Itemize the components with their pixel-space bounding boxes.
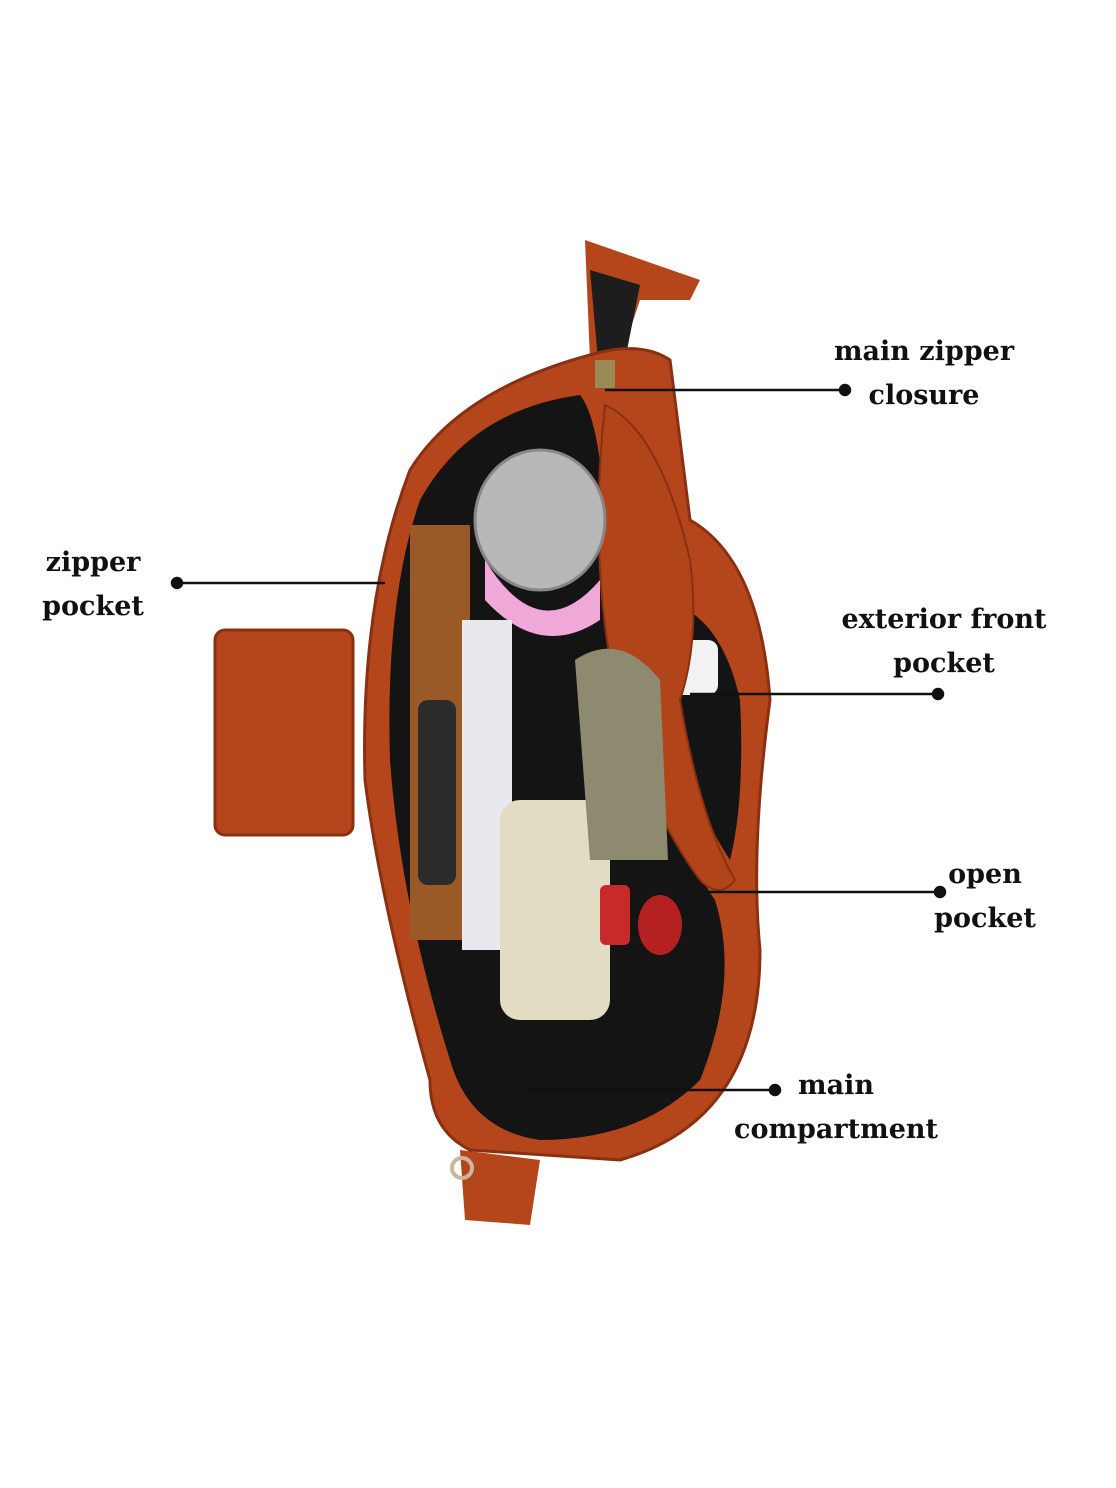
phone <box>418 700 456 885</box>
label-exterior-front-pocket: exterior front pocket <box>842 598 1047 686</box>
bottom-strap <box>460 1150 540 1225</box>
leader-lines <box>170 383 947 1097</box>
zipper-pull <box>595 360 615 388</box>
label-line: main <box>798 1070 874 1101</box>
steel-bottle <box>473 448 607 592</box>
label-line: open <box>948 859 1022 890</box>
label-open-pocket: open pocket <box>934 853 1036 941</box>
label-main-zipper-closure: main zipper closure <box>834 330 1014 418</box>
label-line: compartment <box>734 1114 938 1145</box>
zipper-tape <box>590 270 640 360</box>
red-item <box>638 895 682 955</box>
cloth-bag <box>500 800 610 1020</box>
side-strap-tab <box>213 628 355 837</box>
label-line: zipper <box>45 547 141 578</box>
label-main-compartment: main compartment <box>734 1064 938 1152</box>
pink-bottle-sleeve <box>485 560 600 636</box>
label-line: main zipper <box>833 336 1015 367</box>
label-line: closure <box>868 380 980 411</box>
main-compartment-lining <box>389 395 725 1140</box>
label-line: pocket <box>934 903 1036 934</box>
label-zipper-pocket: zipper pocket <box>42 541 144 629</box>
label-line: pocket <box>893 648 995 679</box>
label-line: pocket <box>42 591 144 622</box>
lipstick <box>600 885 630 945</box>
pouch <box>575 648 668 860</box>
front-flap <box>597 403 737 891</box>
d-ring <box>450 1156 474 1180</box>
label-line: exterior front <box>841 604 1047 635</box>
